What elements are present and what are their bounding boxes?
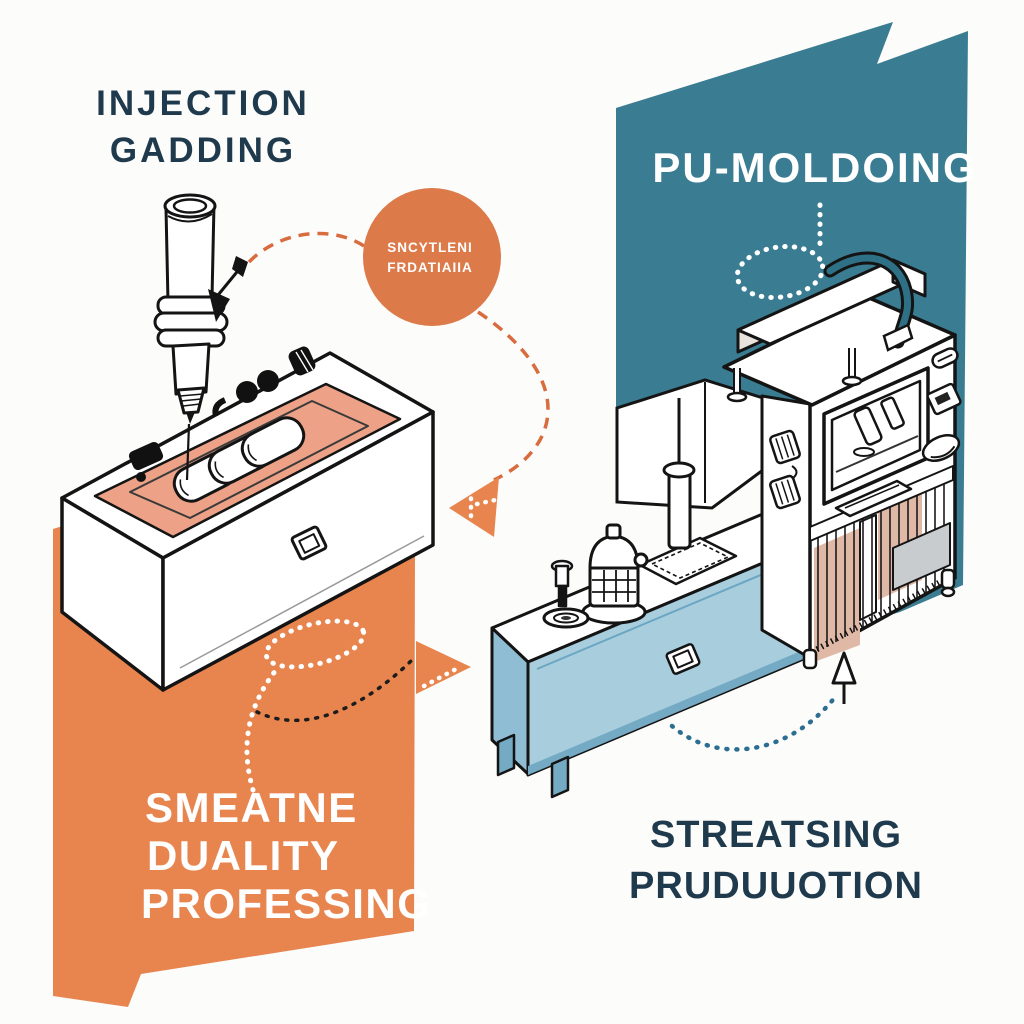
machine-cage <box>809 465 955 662</box>
nozzle-needle <box>185 423 191 481</box>
cage-shelf <box>892 522 951 591</box>
badge-circle <box>363 188 501 326</box>
badge-text-line1: SNCYTLENI <box>387 240 473 255</box>
molded-parts <box>172 416 306 503</box>
cage-small-tray <box>834 479 913 518</box>
mixer-device <box>581 523 649 625</box>
molding-machine-illustration <box>722 258 962 670</box>
dashed-connector-nozzle-to-badge <box>247 231 365 264</box>
bench-equipment <box>542 398 738 629</box>
clamp-stack <box>550 559 574 608</box>
left-caption-line2: DUALITY <box>147 832 340 879</box>
dotted-loop-left <box>244 618 367 793</box>
right-title: PU-MOLDOING <box>652 144 977 191</box>
cage-panel-salmon <box>814 528 860 662</box>
table-leg <box>496 733 516 777</box>
mold-front-button <box>290 525 328 561</box>
piston-cylinder <box>667 470 692 550</box>
mold-clamps <box>128 346 316 482</box>
dotted-connector-to-right-arrow <box>255 656 416 723</box>
arrow-triangle-left <box>449 477 499 537</box>
left-title-line2: GADDING <box>110 131 296 170</box>
machine-grille <box>769 429 801 510</box>
up-arrow <box>831 651 857 704</box>
mold-face-inset-line <box>179 535 425 669</box>
left-caption-line3: PROFESSING <box>141 880 431 927</box>
round-dish <box>542 607 590 629</box>
left-title-line1: INJECTION <box>96 84 310 123</box>
right-caption-line1: STREATSING <box>650 814 902 856</box>
dotted-loop-right <box>734 202 826 300</box>
beam-posts <box>726 348 863 403</box>
arrow-triangle-left-dots <box>468 487 498 523</box>
hose-flange <box>882 323 914 352</box>
mold-box-illustration <box>60 346 435 692</box>
table-leg <box>550 755 570 799</box>
nozzle-top-rim <box>163 193 217 219</box>
dotted-connector-blue <box>669 693 839 752</box>
badge-text-line2: FRDATIAIIA <box>387 260 473 275</box>
machine-controls <box>921 347 962 462</box>
machine-feet <box>802 568 956 670</box>
table-front-button <box>665 643 701 675</box>
left-caption-line1: SMEATNE <box>145 784 358 831</box>
table-front-bottom-strip <box>528 627 858 775</box>
hose <box>823 251 915 349</box>
dashed-connector-badge-to-arrow <box>477 310 550 482</box>
arrow-triangle-right-dots <box>421 665 461 689</box>
right-caption-line2: PRUDUUOTION <box>629 865 923 907</box>
injection-nozzle-illustration <box>153 193 248 481</box>
mold-tray-outline <box>129 400 369 519</box>
